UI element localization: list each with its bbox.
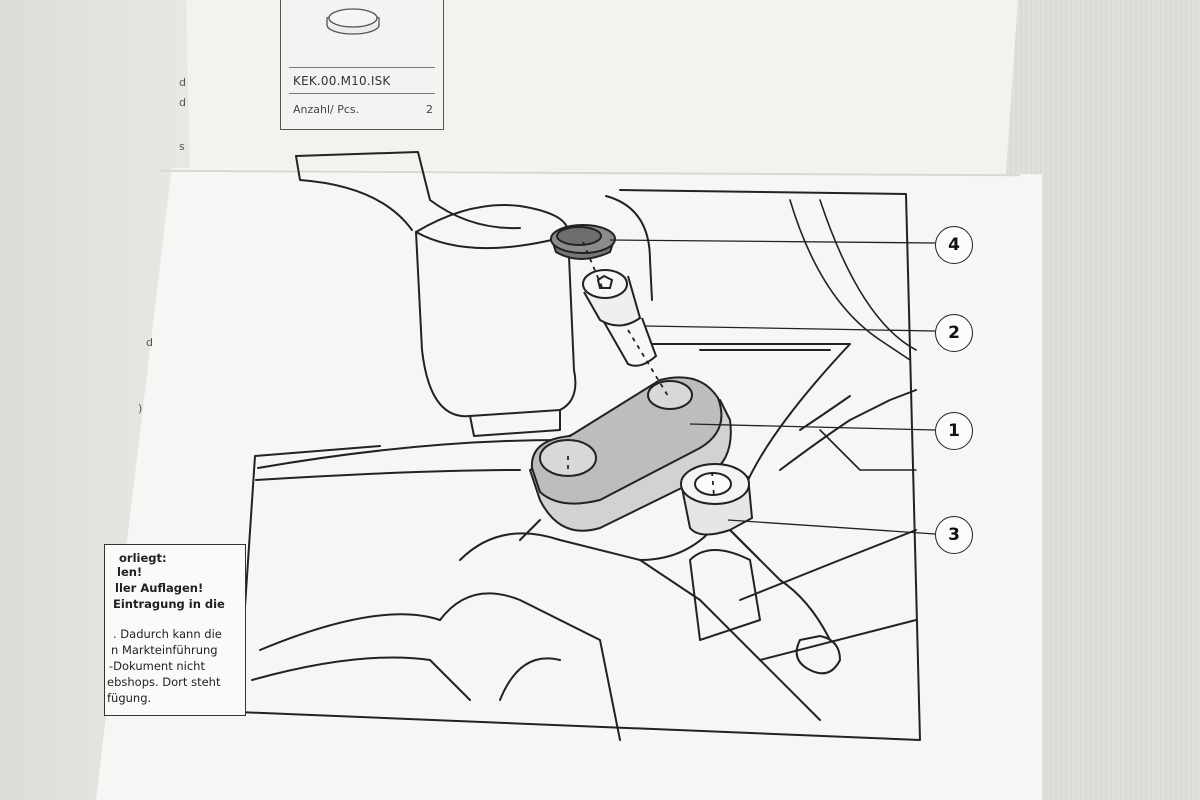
card-rule — [289, 67, 435, 68]
plug-cap-icon — [326, 8, 380, 35]
warning-text: ller Auflagen! — [115, 581, 204, 595]
warning-text: len! — [117, 565, 143, 579]
card-rule — [289, 93, 435, 94]
warning-text: Eintragung in die — [113, 597, 225, 611]
edge-letter: ) — [138, 402, 143, 415]
callout-2: 2 — [935, 314, 973, 352]
edge-letter: d — [146, 336, 153, 349]
warning-box: orliegt: len! ller Auflagen! Eintragung … — [104, 544, 246, 716]
quantity-label: Anzahl/ Pcs. — [293, 103, 360, 116]
warning-text: . Dadurch kann die — [113, 627, 222, 641]
callout-1: 1 — [935, 412, 973, 450]
edge-letter: d — [179, 76, 186, 89]
callout-3: 3 — [935, 516, 973, 554]
warning-text: fügung. — [107, 691, 152, 705]
sleeve-part — [680, 463, 754, 536]
leader-lines — [609, 239, 936, 535]
warning-text: ebshops. Dort steht — [107, 675, 221, 689]
plug-cap-part — [550, 224, 616, 260]
diagram-frame — [237, 189, 921, 741]
warning-text: n Markteinführung — [111, 643, 218, 657]
bolt-part — [582, 269, 658, 367]
quantity-value: 2 — [426, 103, 433, 116]
edge-letter: d — [179, 96, 186, 109]
edge-letter: s — [179, 140, 185, 153]
warning-text: orliegt: — [119, 551, 167, 565]
part-code: KEK.00.M10.ISK — [293, 74, 391, 88]
callout-4: 4 — [935, 226, 973, 264]
warning-text: -Dokument nicht — [109, 659, 205, 673]
part-card: KEK.00.M10.ISK Anzahl/ Pcs. 2 — [280, 0, 444, 130]
